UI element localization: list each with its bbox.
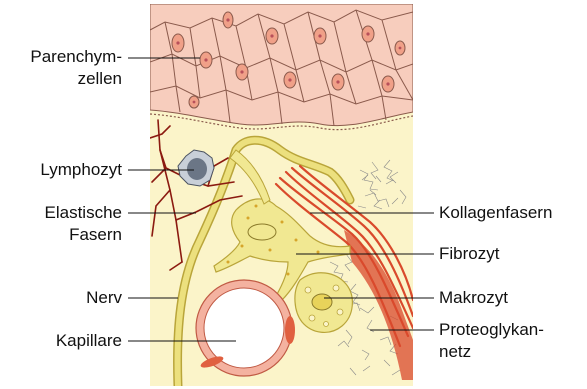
lymphocyte-nucleus [187, 158, 207, 180]
label-proteoglykan-line1: Proteoglykan- [439, 319, 544, 341]
label-parenchymzellen-line2: zellen [30, 68, 122, 90]
label-fibrozyt: Fibrozyt [439, 243, 499, 265]
label-kollagenfasern: Kollagenfasern [439, 202, 552, 224]
label-parenchymzellen-line1: Parenchym- [30, 46, 122, 68]
label-elastische-line2: Fasern [45, 224, 122, 246]
endothelial-nucleus [285, 316, 295, 344]
label-parenchymzellen: Parenchym- zellen [30, 46, 122, 90]
label-makrozyt: Makrozyt [439, 287, 508, 309]
label-proteoglykan-line2: netz [439, 341, 544, 363]
fibrocyte-nucleus [248, 224, 276, 240]
label-proteoglykannetz: Proteoglykan- netz [439, 319, 544, 363]
macrophage-nucleus [312, 294, 332, 310]
capillary-lumen [204, 288, 284, 368]
label-kapillare: Kapillare [56, 330, 122, 352]
label-elastische-fasern: Elastische Fasern [45, 202, 122, 246]
label-elastische-line1: Elastische [45, 202, 122, 224]
label-lymphozyt: Lymphozyt [40, 159, 122, 181]
label-nerv: Nerv [86, 287, 122, 309]
